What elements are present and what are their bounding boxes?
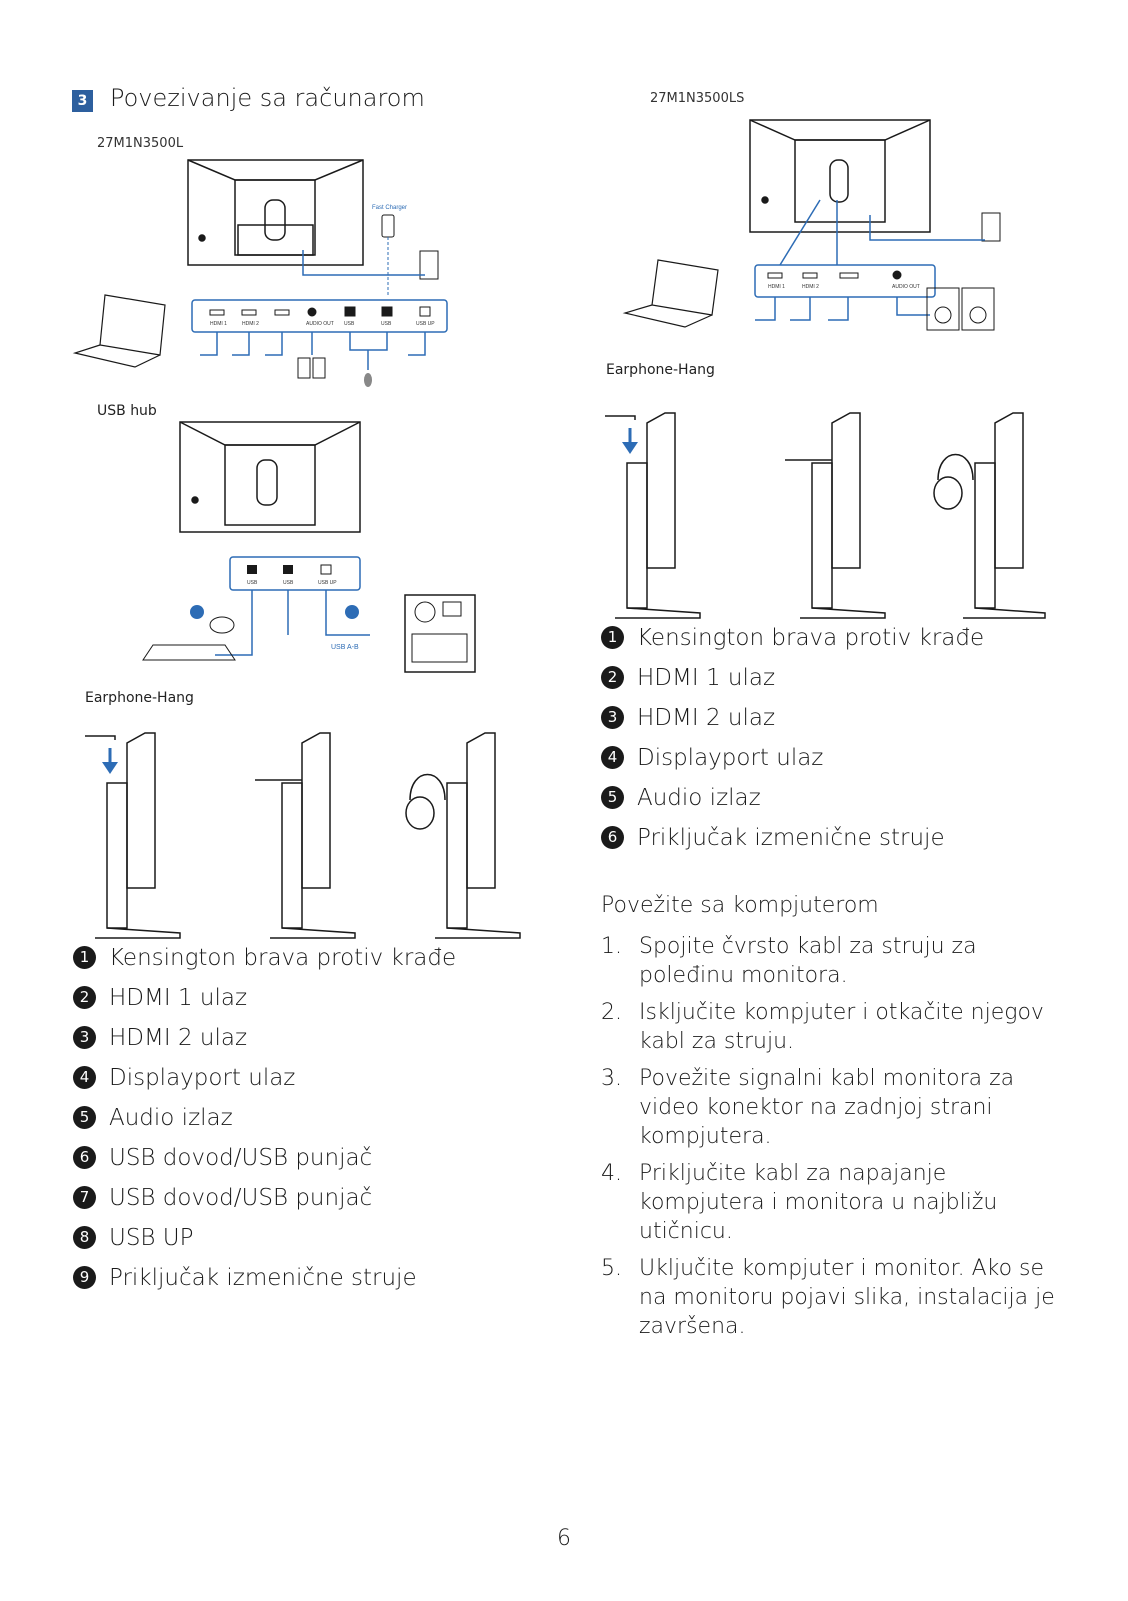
- legend-text: Priključak izmenične struje: [637, 825, 945, 851]
- legend-number: 5: [73, 1106, 96, 1129]
- legend-number: 1: [601, 626, 624, 649]
- legend-number: 7: [73, 1186, 96, 1209]
- legend-number: 2: [601, 666, 624, 689]
- port-label-audio-right: AUDIO OUT: [892, 284, 920, 290]
- step-item: 3. Povežite signalni kabl monitora za vid…: [601, 1064, 1071, 1151]
- step-number: 3.: [601, 1066, 622, 1091]
- page-number: 6: [557, 1526, 571, 1551]
- legend-text: Priključak izmenične struje: [109, 1265, 417, 1291]
- legend-item: 3 HDMI 2 ulaz: [601, 704, 1021, 744]
- port-label-hdmi2-right: HDMI 2: [802, 284, 819, 290]
- legend-number: 4: [73, 1066, 96, 1089]
- legend-item: 3 HDMI 2 ulaz: [73, 1024, 493, 1064]
- port-label-usb2: USB: [381, 321, 392, 327]
- legend-item: 6 Priključak izmenične struje: [601, 824, 1021, 864]
- legend-left: 1 Kensington brava protiv krađe 2 HDMI 1 u…: [73, 944, 493, 1304]
- usb-ab-label: USB A-B: [331, 644, 359, 651]
- earphone-caption-right: Earphone-Hang: [606, 362, 715, 378]
- legend-item: 9 Priključak izmenične struje: [73, 1264, 493, 1304]
- legend-item: 7 USB dovod/USB punjač: [73, 1184, 493, 1224]
- legend-item: 2 HDMI 1 ulaz: [601, 664, 1021, 704]
- hub-port-usb1: USB: [247, 580, 258, 586]
- legend-text: Kensington brava protiv krađe: [637, 625, 985, 651]
- legend-number: 9: [73, 1266, 96, 1289]
- step-item: 2. Isključite kompjuter i otkačite njegov…: [601, 998, 1071, 1056]
- legend-number: 2: [73, 986, 96, 1009]
- connect-title: Povežite sa kompjuterom: [601, 893, 879, 918]
- step-item: 4. Priključite kabl za napajanje kompjute…: [601, 1159, 1071, 1246]
- legend-number: 6: [73, 1146, 96, 1169]
- fast-charger-label: Fast Charger: [372, 205, 407, 211]
- legend-number: 4: [601, 746, 624, 769]
- legend-item: 2 HDMI 1 ulaz: [73, 984, 493, 1024]
- legend-item: 8 USB UP: [73, 1224, 493, 1264]
- steps-list: 1. Spojite čvrsto kabl za struju za poleđ…: [601, 932, 1071, 1349]
- connection-diagram-left: Fast Charger HDMI 1 HDMI 2 AUDIO OUT USB…: [72, 159, 448, 387]
- step-text: Isključite kompjuter i otkačite njegov k…: [639, 1000, 1044, 1054]
- legend-item: 1 Kensington brava protiv krađe: [601, 624, 1021, 664]
- legend-number: 6: [601, 826, 624, 849]
- hub-port-usb2: USB: [283, 580, 294, 586]
- legend-text: HDMI 2 ulaz: [109, 1025, 248, 1051]
- step-text: Priključite kabl za napajanje kompjutera…: [639, 1161, 998, 1244]
- legend-item: 5 Audio izlaz: [601, 784, 1021, 824]
- port-label-hdmi1-right: HDMI 1: [768, 284, 785, 290]
- legend-text: Kensington brava protiv krađe: [109, 945, 457, 971]
- step-number: 5.: [601, 1256, 622, 1281]
- section-number-badge: 3: [72, 90, 93, 112]
- legend-text: HDMI 1 ulaz: [637, 665, 776, 691]
- legend-item: 6 USB dovod/USB punjač: [73, 1144, 493, 1184]
- legend-item: 1 Kensington brava protiv krađe: [73, 944, 493, 984]
- port-label-hdmi2: HDMI 2: [242, 321, 259, 327]
- legend-item: 5 Audio izlaz: [73, 1104, 493, 1144]
- legend-text: Displayport ulaz: [637, 745, 824, 771]
- legend-item: 4 Displayport ulaz: [601, 744, 1021, 784]
- step-number: 2.: [601, 1000, 622, 1025]
- legend-number: 3: [601, 706, 624, 729]
- legend-text: HDMI 1 ulaz: [109, 985, 248, 1011]
- step-number: 1.: [601, 934, 622, 959]
- model-label-left: 27M1N3500L: [97, 136, 184, 151]
- earphone-hang-diagram-left: [85, 732, 521, 939]
- hub-port-usbup: USB UP: [318, 580, 337, 586]
- step-text: Povežite signalni kabl monitora za video…: [639, 1066, 1015, 1149]
- legend-number: 5: [601, 786, 624, 809]
- step-text: Spojite čvrsto kabl za struju za poleđin…: [639, 934, 977, 988]
- legend-number: 3: [73, 1026, 96, 1049]
- usb-hub-diagram: USB USB USB UP USB A-B: [142, 421, 476, 673]
- step-item: 5. Uključite kompjuter i monitor. Ako se …: [601, 1254, 1071, 1341]
- legend-text: USB UP: [109, 1225, 194, 1251]
- legend-text: Audio izlaz: [109, 1105, 233, 1131]
- legend-number: 8: [73, 1226, 96, 1249]
- legend-text: USB dovod/USB punjač: [109, 1185, 373, 1211]
- earphone-hang-diagram-right: [605, 412, 1046, 619]
- port-label-hdmi1: HDMI 1: [210, 321, 227, 327]
- legend-text: Displayport ulaz: [109, 1065, 296, 1091]
- step-number: 4.: [601, 1161, 622, 1186]
- model-label-right: 27M1N3500LS: [650, 91, 745, 106]
- legend-text: Audio izlaz: [637, 785, 761, 811]
- earphone-caption-left: Earphone-Hang: [85, 690, 194, 706]
- legend-item: 4 Displayport ulaz: [73, 1064, 493, 1104]
- connection-diagram-right: HDMI 1 HDMI 2 AUDIO OUT: [622, 119, 1001, 331]
- legend-text: USB dovod/USB punjač: [109, 1145, 373, 1171]
- step-text: Uključite kompjuter i monitor. Ako se na…: [639, 1256, 1055, 1339]
- legend-right: 1 Kensington brava protiv krađe 2 HDMI 1 u…: [601, 624, 1021, 864]
- port-label-usbup: USB UP: [416, 321, 435, 327]
- section-title: Povezivanje sa računarom: [110, 84, 425, 112]
- legend-number: 1: [73, 946, 96, 969]
- port-label-audio: AUDIO OUT: [306, 321, 334, 327]
- usb-hub-caption: USB hub: [97, 403, 157, 419]
- step-item: 1. Spojite čvrsto kabl za struju za poleđ…: [601, 932, 1071, 990]
- port-label-usb1: USB: [344, 321, 355, 327]
- legend-text: HDMI 2 ulaz: [637, 705, 776, 731]
